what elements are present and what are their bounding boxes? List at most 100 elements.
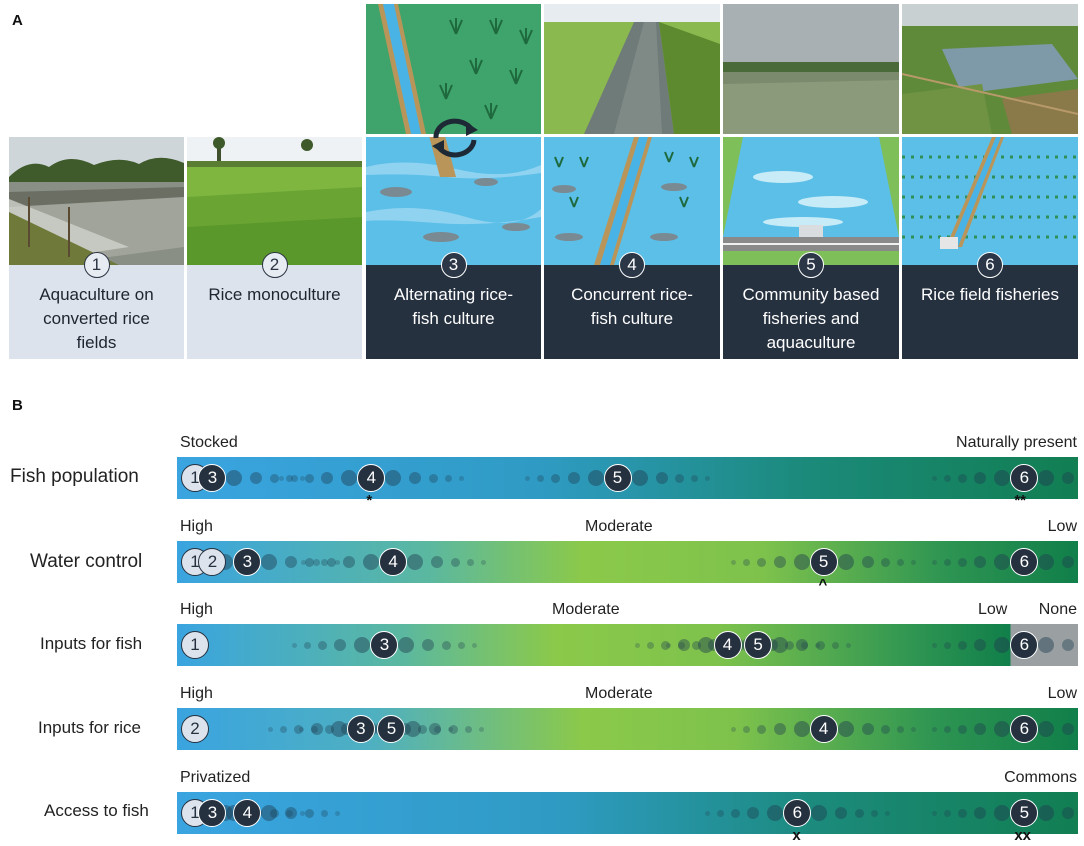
scale-left-label: Privatized [180, 769, 251, 786]
trail-dot [773, 556, 786, 568]
trail-dot [705, 475, 711, 481]
trail-dot [285, 809, 293, 817]
trail-dot [294, 724, 304, 734]
trail-dot [716, 809, 724, 817]
trail-dot [943, 809, 951, 817]
trail-dot [691, 640, 701, 650]
system-card-2: 2 Rice monoculture [187, 252, 362, 359]
trail-dot [757, 724, 767, 734]
trail-dot [1062, 556, 1075, 568]
system-marker-3: 3 [198, 464, 227, 492]
trail-dot [1038, 470, 1055, 486]
system-number-badge: 5 [798, 252, 824, 278]
trail-dot [957, 557, 967, 567]
trail-dot [303, 641, 311, 649]
trail-dot [911, 559, 917, 565]
system-marker-3: 3 [346, 715, 375, 743]
trail-dot [811, 805, 828, 821]
trail-dot [697, 637, 714, 653]
trail-dot [304, 808, 314, 818]
trail-dot [429, 723, 442, 735]
scale-middle-label: Moderate [585, 518, 653, 535]
trail-dot [290, 474, 298, 482]
trail-dot [994, 721, 1011, 737]
system-marker-2: 2 [198, 548, 227, 576]
system-marker-3: 3 [233, 548, 262, 576]
trail-dot [441, 640, 451, 650]
trail-dot [444, 474, 452, 482]
trail-dot [957, 724, 967, 734]
trail-dot [837, 721, 854, 737]
trail-dot [747, 807, 760, 819]
system-label: Aquaculture on converted rice fields [39, 285, 154, 352]
concurrent-fish-illustration [544, 137, 720, 265]
trail-dot [478, 726, 484, 732]
system-marker-4: 4 [233, 799, 262, 827]
trail-dot [957, 808, 967, 818]
trail-dot [1038, 721, 1055, 737]
trail-dot [661, 640, 671, 650]
trail-dot [310, 723, 323, 735]
trail-dot [409, 472, 422, 484]
trail-dot [831, 641, 839, 649]
trail-dot [772, 637, 789, 653]
trail-dot [931, 642, 937, 648]
trail-dot [343, 556, 356, 568]
trail-dot [635, 642, 641, 648]
trail-dot [677, 639, 690, 651]
alternating-fish-illustration [366, 137, 541, 265]
trail-dot [677, 641, 685, 649]
scale-left-label: High [180, 601, 213, 618]
trail-dot [793, 554, 810, 570]
scale-middle-label: Moderate [552, 601, 620, 618]
trail-dot [280, 725, 288, 733]
trail-dot [334, 639, 347, 651]
trail-dot [320, 558, 328, 566]
trail-dot [994, 470, 1011, 486]
system-marker-6: 6 [1010, 464, 1039, 492]
system-card-4: 4 Concurrent rice-fish culture [544, 252, 720, 359]
trail-dot [974, 723, 987, 735]
system-marker-6: 6 [783, 799, 812, 827]
trail-dot [551, 473, 561, 483]
trail-dot [466, 558, 474, 566]
trail-dot [537, 474, 545, 482]
trail-dot [854, 808, 864, 818]
trail-dot [647, 641, 655, 649]
trail-dot [450, 557, 460, 567]
trail-dot [321, 472, 334, 484]
scale-left-label: Stocked [180, 434, 238, 451]
flooded-paddy-photo [723, 4, 899, 134]
trail-dot [911, 726, 917, 732]
trail-dot [431, 556, 444, 568]
trail-dot [974, 807, 987, 819]
system-marker-5: 5 [1010, 799, 1039, 827]
trail-dot [317, 640, 327, 650]
trail-dot [837, 554, 854, 570]
trail-dot [330, 721, 347, 737]
system-card-1: 1 Aquaculture on converted rice fields [9, 252, 184, 359]
trail-dot [994, 805, 1011, 821]
trail-dot [326, 557, 336, 567]
trail-dot [773, 723, 786, 735]
trail-dot [299, 475, 305, 481]
footnote-mark: ^ [818, 576, 828, 593]
system-number-badge: 6 [977, 252, 1003, 278]
trail-dot [448, 724, 458, 734]
trail-dot [730, 808, 740, 818]
system-label: Community based fisheries and aquacultur… [742, 285, 880, 352]
system-card-3: 3 Alternating rice-fish culture [366, 252, 541, 359]
system-marker-6: 6 [1010, 631, 1039, 659]
trail-dot [1038, 805, 1055, 821]
trail-dot [458, 475, 464, 481]
system-marker-4: 4 [379, 548, 408, 576]
system-label: Rice monoculture [208, 285, 341, 304]
rice-canal-illustration [366, 4, 541, 134]
trail-dot [434, 725, 442, 733]
trail-dot [464, 725, 472, 733]
trail-dot [324, 724, 334, 734]
trail-dot [334, 810, 340, 816]
